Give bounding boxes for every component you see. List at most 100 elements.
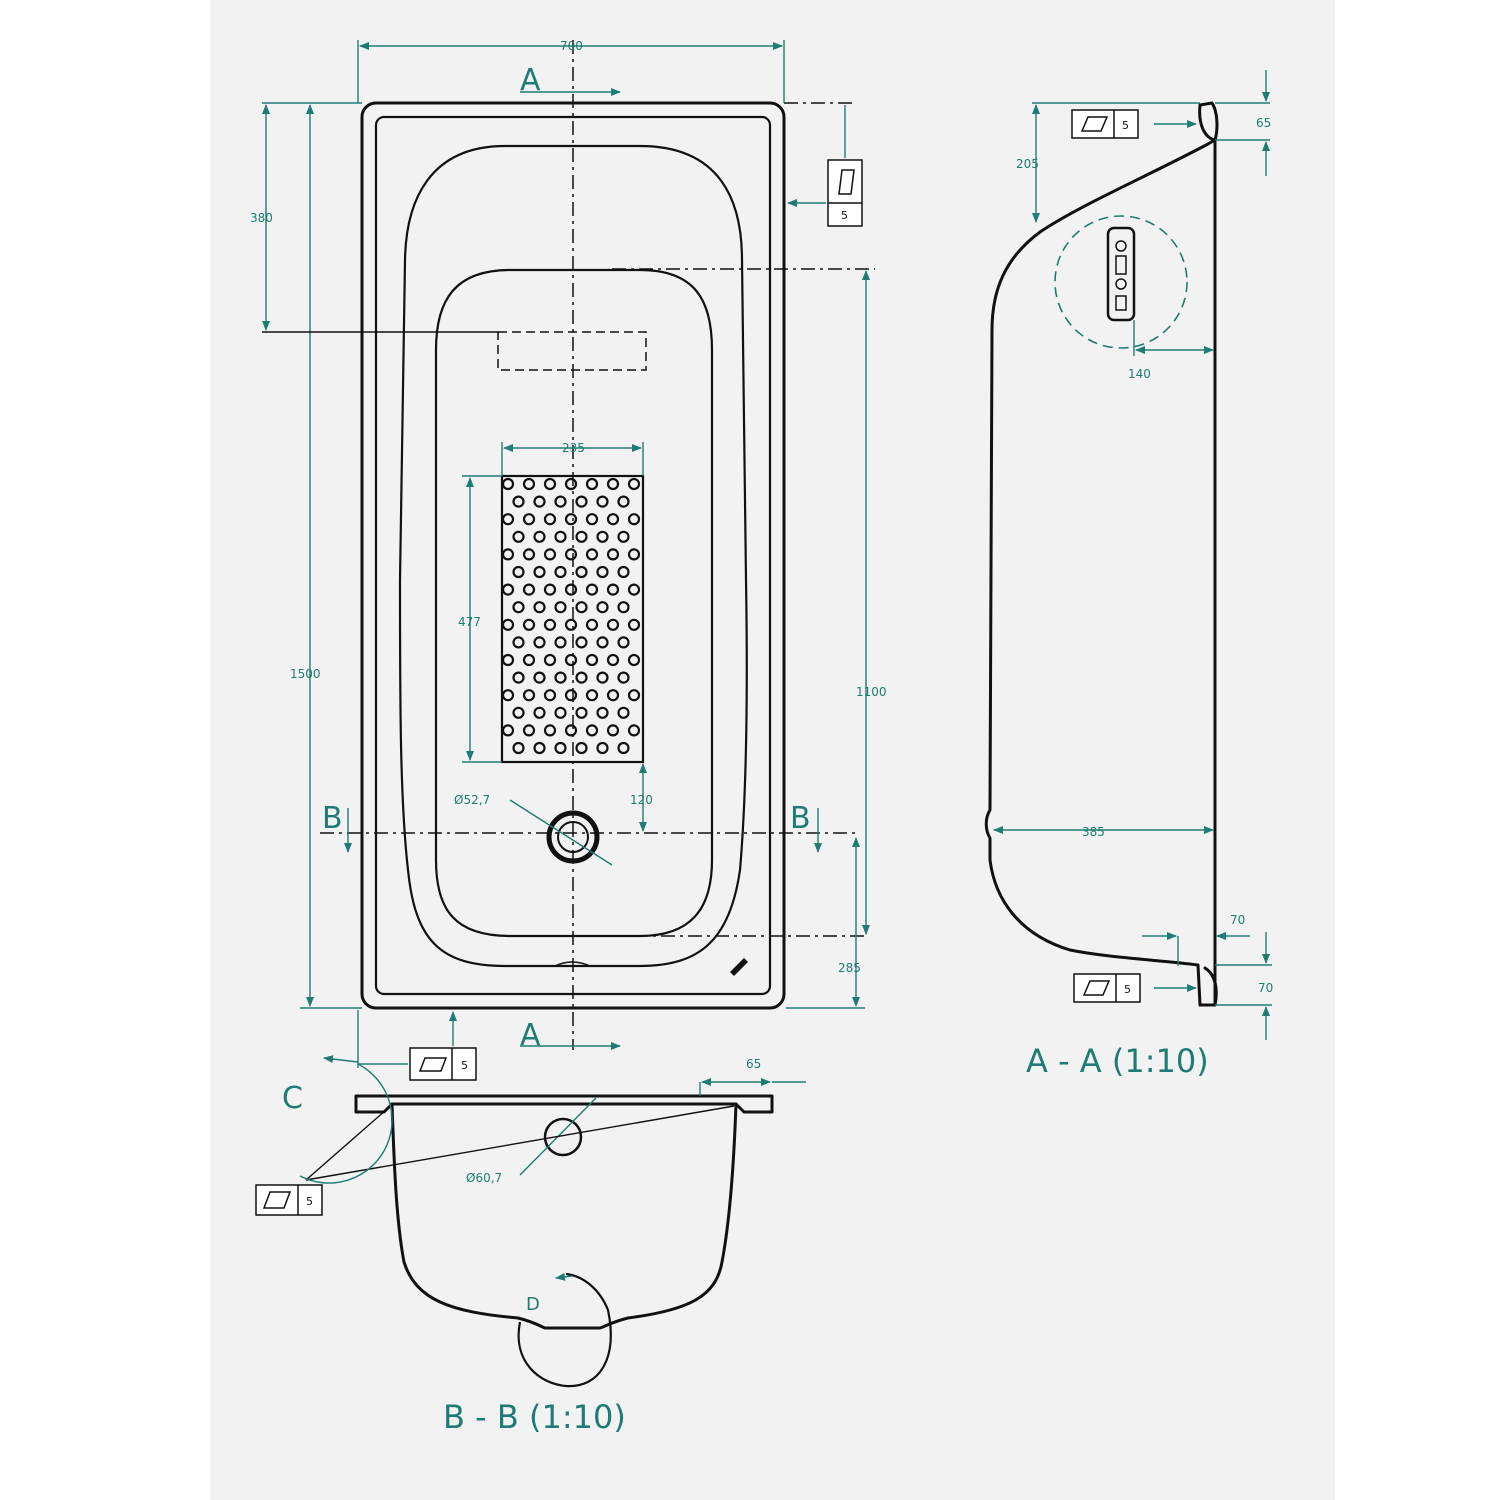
mat-hole [554, 706, 567, 719]
mat-hole [522, 653, 536, 667]
flatness-box-bottom: 5 [357, 1010, 477, 1081]
mat-hole [585, 583, 599, 596]
mat-hole [501, 689, 515, 702]
mat-hole [627, 653, 641, 667]
mat-hole [606, 653, 620, 667]
mat-hole [543, 513, 557, 526]
section-b-right: B [790, 801, 811, 836]
mat-hole [533, 530, 546, 543]
mat-hole [512, 565, 525, 579]
mat-hole [501, 583, 515, 596]
aa-foot-dim: 70 [1230, 913, 1245, 927]
mat-hole [543, 618, 557, 631]
aa-rim-dim: 65 [1256, 116, 1271, 130]
tub-bowl-outline [398, 144, 748, 968]
mat-hole [596, 495, 609, 508]
mat-hole [554, 741, 567, 755]
mat-hole [627, 724, 641, 737]
mat-hole [606, 477, 620, 491]
mat-hole [554, 565, 567, 579]
mat-hole [564, 548, 578, 561]
mat-hole [627, 513, 641, 526]
mat-hole [522, 583, 536, 596]
mat-hole [543, 477, 557, 491]
mat-hole [554, 601, 567, 614]
mat-hole [512, 706, 525, 719]
length-dim: 1500 [290, 667, 321, 681]
mat-hole [585, 548, 599, 561]
aa-box-top-value: 5 [1122, 119, 1129, 132]
mat-hole [596, 601, 609, 614]
mat-hole [617, 671, 630, 684]
mat-hole [522, 689, 536, 702]
mat-hole [564, 513, 578, 526]
mat-hole [585, 689, 599, 702]
mat-hole [501, 618, 515, 631]
overflow-zone [497, 331, 647, 371]
width-dim: 700 [560, 39, 583, 53]
mat-hole [575, 706, 588, 719]
mat-hole [564, 653, 578, 667]
inner-dim: 1100 [856, 685, 887, 699]
mat-hole [501, 513, 515, 526]
mat-hole [617, 636, 630, 649]
mat-hole [522, 724, 536, 737]
aa-bottom-dim: 70 [1258, 981, 1273, 995]
mat-hole [575, 565, 588, 579]
mat-hole [575, 601, 588, 614]
aa-depth-dim: 385 [1082, 825, 1105, 839]
mat-hole [533, 706, 546, 719]
mat-hole [575, 530, 588, 543]
mat-hole [522, 618, 536, 631]
mat-hole [585, 513, 599, 526]
mat-hole [533, 741, 546, 755]
mat-hole [554, 495, 567, 508]
section-aa-detail-circle [1054, 215, 1188, 349]
mat-hole [543, 653, 557, 667]
section-aa-fitting [1106, 226, 1136, 322]
mat-hole [564, 689, 578, 702]
section-bb-overflow [543, 1117, 583, 1157]
mat-hole [501, 477, 515, 491]
mat-hole [522, 477, 536, 491]
mat-hole [617, 706, 630, 719]
mat-hole [585, 477, 599, 491]
mat-hole [627, 618, 641, 631]
mat-hole [596, 636, 609, 649]
detail-c-label: C [282, 1081, 303, 1116]
mat-hole [554, 636, 567, 649]
mat-hole [501, 724, 515, 737]
bb-box-value: 5 [306, 1195, 313, 1208]
mat-hole [543, 548, 557, 561]
mat-hole [617, 495, 630, 508]
section-a-bottom: A [520, 1018, 541, 1053]
mat-hole [606, 689, 620, 702]
mat-hole [501, 548, 515, 561]
section-aa-profile [984, 103, 1218, 1007]
mat-hole [575, 671, 588, 684]
bb-box: 5 [255, 1184, 323, 1216]
drawing-sheet [210, 0, 1335, 1500]
mat-hole [512, 671, 525, 684]
mat-hole [564, 618, 578, 631]
mat-hole [585, 653, 599, 667]
mat-hole [585, 618, 599, 631]
mat-hole [606, 548, 620, 561]
logo-mark [730, 958, 748, 976]
drain-inner [557, 821, 589, 853]
mat-hole [533, 671, 546, 684]
mat-hole [564, 583, 578, 596]
end-dim: 285 [838, 961, 861, 975]
section-a-top: A [520, 63, 541, 98]
mat-hole [512, 601, 525, 614]
mat-hole [617, 741, 630, 755]
mat-hole [617, 530, 630, 543]
mat-hole [596, 530, 609, 543]
mat-hole [533, 601, 546, 614]
mat-hole [543, 724, 557, 737]
detail-c-arc [299, 1063, 393, 1184]
mat-hole [533, 495, 546, 508]
box-right-value: 5 [841, 209, 848, 222]
detail-d-arc [517, 1272, 612, 1388]
mat-hole [522, 513, 536, 526]
